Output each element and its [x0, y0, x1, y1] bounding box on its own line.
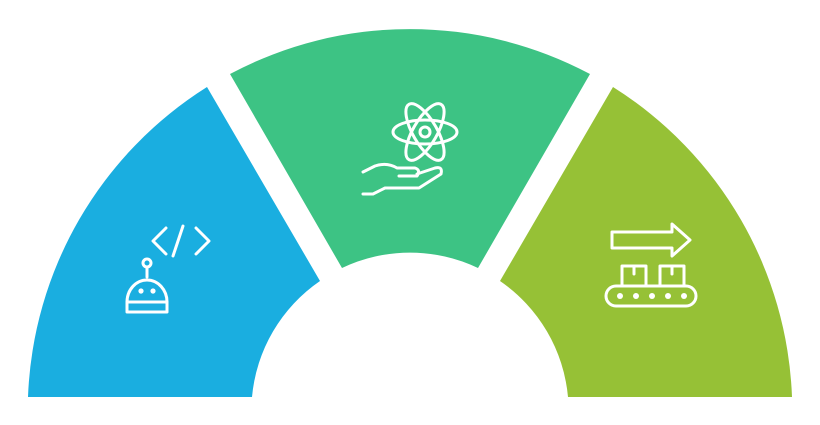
segment-science-innovation	[230, 29, 590, 268]
segment-middle-shape	[230, 29, 590, 268]
segment-production-delivery	[500, 87, 792, 397]
robot-code-icon	[125, 224, 211, 314]
atom-hand-icon	[361, 102, 459, 196]
segment-right-shape	[500, 87, 792, 397]
segment-left-shape	[28, 87, 320, 397]
segment-automation-coding	[28, 87, 320, 397]
conveyor-arrow-icon	[604, 222, 698, 308]
